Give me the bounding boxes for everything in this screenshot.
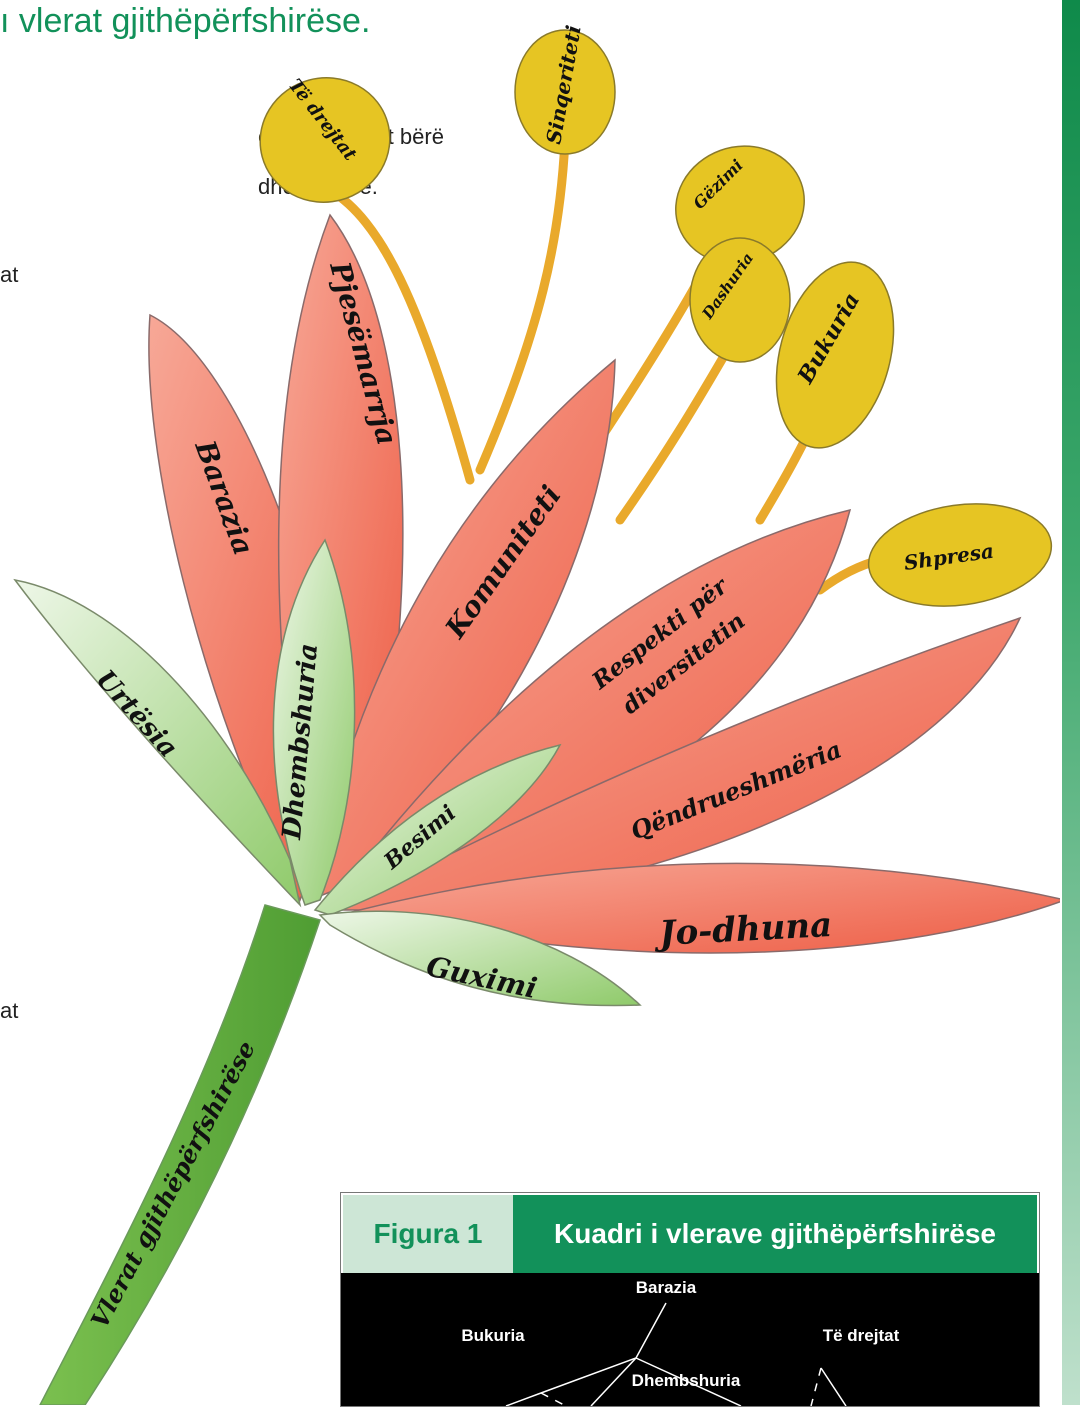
diagram-dashed-line xyxy=(541,1393,566,1406)
diagram-line xyxy=(591,1358,636,1406)
diagram-line xyxy=(506,1303,666,1406)
diagram-line xyxy=(821,1368,846,1406)
figure-1-box: Figura 1 Kuadri i vlerave gjithëpërfshir… xyxy=(340,1192,1040,1407)
label-stem: Vlerat gjithëpërfshirëse xyxy=(85,1036,261,1333)
diagram-label: Bukuria xyxy=(461,1326,525,1345)
figure-tag: Figura 1 xyxy=(343,1195,513,1273)
values-framework-diagram: Barazia Bukuria Të drejtat Dhembshuria xyxy=(341,1273,1039,1406)
figure-header: Figura 1 Kuadri i vlerave gjithëpërfshir… xyxy=(341,1193,1039,1273)
diagram-label: Dhembshuria xyxy=(632,1371,741,1390)
diagram-label: Barazia xyxy=(636,1278,697,1297)
page-edge-bar xyxy=(1062,0,1080,1405)
diagram-dashed-line xyxy=(811,1368,821,1406)
diagram-label: Të drejtat xyxy=(823,1326,900,1345)
figure-title: Kuadri i vlerave gjithëpërfshirëse xyxy=(513,1195,1037,1273)
